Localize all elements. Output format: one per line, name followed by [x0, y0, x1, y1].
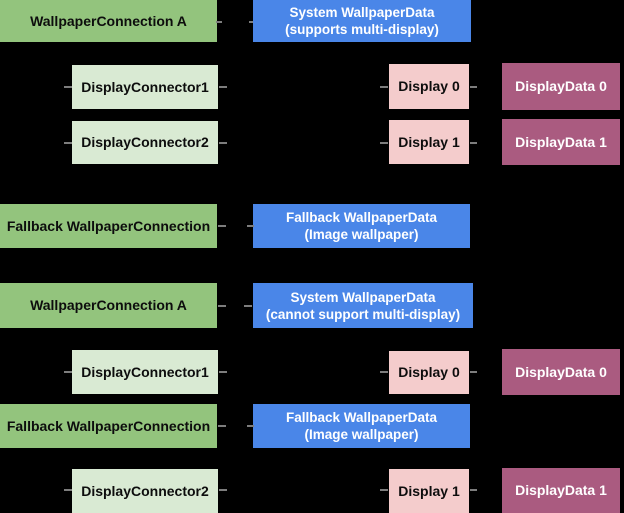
connector-tick	[470, 489, 477, 491]
node-wallpaper-connection-a-s1: WallpaperConnection A	[0, 0, 217, 42]
connector-tick	[247, 225, 254, 227]
node-display-0-s2: Display 0	[389, 351, 469, 394]
connector-tick	[470, 86, 477, 88]
node-display-0-s1: Display 0	[389, 64, 469, 109]
connector-tick	[64, 142, 72, 144]
connector-tick	[218, 305, 226, 307]
connector-tick	[218, 425, 226, 427]
connector-tick	[219, 142, 227, 144]
connector-tick	[219, 86, 227, 88]
node-display-data-1-s1: DisplayData 1	[502, 119, 620, 165]
node-fallback-wallpaper-connection-s2: Fallback WallpaperConnection	[0, 404, 217, 448]
node-fallback-wallpaper-connection-s1: Fallback WallpaperConnection	[0, 204, 217, 248]
connector-tick	[64, 371, 72, 373]
node-display-1-s2: Display 1	[389, 469, 469, 513]
node-fallback-wallpaper-data-s2: Fallback WallpaperData (Image wallpaper)	[253, 404, 470, 448]
node-display-connector-2-s1: DisplayConnector2	[72, 121, 218, 164]
node-fallback-wallpaper-data-s1: Fallback WallpaperData (Image wallpaper)	[253, 204, 470, 248]
node-display-data-0-s2: DisplayData 0	[502, 349, 620, 395]
connector-tick	[470, 371, 477, 373]
connector-tick	[380, 371, 388, 373]
connector-tick	[380, 142, 388, 144]
node-display-connector-1-s2: DisplayConnector1	[72, 350, 218, 394]
connector-tick	[218, 225, 226, 227]
node-display-data-0-s1: DisplayData 0	[502, 63, 620, 110]
node-wallpaper-connection-a-s2: WallpaperConnection A	[0, 283, 217, 328]
node-display-connector-1-s1: DisplayConnector1	[72, 65, 218, 109]
connector-tick	[247, 425, 254, 427]
connector-tick	[470, 142, 477, 144]
connector-tick	[216, 21, 222, 23]
node-display-connector-2-s2: DisplayConnector2	[72, 469, 218, 513]
connector-tick	[219, 489, 227, 491]
node-display-1-s1: Display 1	[389, 120, 469, 164]
connector-tick	[64, 489, 72, 491]
node-system-wallpaper-data-s1: System WallpaperData (supports multi-dis…	[253, 0, 471, 42]
node-system-wallpaper-data-s2: System WallpaperData (cannot support mul…	[253, 283, 473, 328]
connector-tick	[244, 305, 252, 307]
connector-tick	[249, 21, 253, 23]
connector-tick	[380, 489, 388, 491]
node-display-data-1-s2: DisplayData 1	[502, 468, 620, 513]
connector-tick	[64, 86, 72, 88]
connector-tick	[219, 371, 227, 373]
connector-tick	[380, 86, 388, 88]
